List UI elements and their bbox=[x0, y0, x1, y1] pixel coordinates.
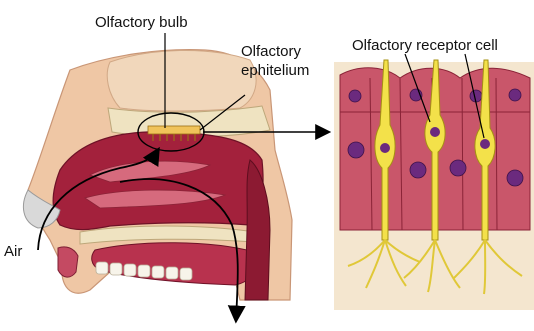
label-olfactory-epithelium-line2: ephitelium bbox=[241, 62, 309, 79]
brain-region bbox=[107, 50, 256, 111]
head-cross-section bbox=[23, 50, 292, 300]
epithelium-zoom-panel bbox=[334, 54, 534, 310]
label-olfactory-bulb: Olfactory bulb bbox=[95, 14, 188, 31]
label-olfactory-epithelium-line1: Olfactory bbox=[241, 43, 302, 60]
label-air: Air bbox=[4, 243, 22, 260]
upper-lip bbox=[58, 247, 78, 277]
label-olfactory-receptor-cell: Olfactory receptor cell bbox=[352, 37, 498, 54]
